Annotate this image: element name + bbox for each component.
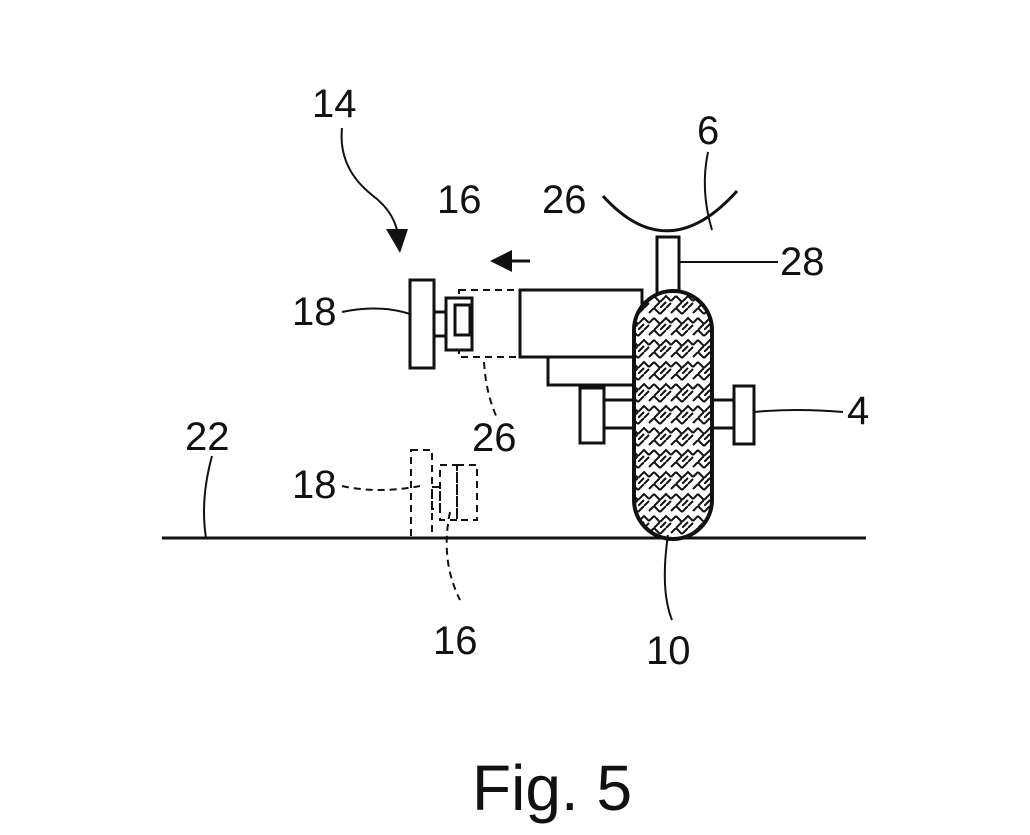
label-22: 22 [185, 415, 230, 459]
leader-18-top [342, 308, 410, 314]
label-16-top: 16 [437, 178, 482, 222]
label-18-low: 18 [292, 463, 337, 507]
tool-disc-18 [410, 280, 434, 368]
arrow-14-head [386, 229, 408, 253]
leader-18-low [342, 486, 420, 490]
part-16-inner [455, 305, 470, 335]
label-4: 4 [847, 389, 869, 433]
tool-18-dashed [411, 450, 432, 538]
movement-arrow-head [490, 250, 512, 272]
housing-26 [520, 290, 642, 357]
label-26-mid: 26 [472, 416, 517, 460]
axle-left-plate [580, 388, 604, 443]
label-18-top: 18 [292, 290, 337, 334]
tool-shaft-dashed [432, 487, 440, 509]
label-10: 10 [646, 629, 691, 673]
label-6: 6 [697, 109, 719, 153]
figure-caption: Fig. 5 [472, 752, 632, 824]
leader-16-low [447, 512, 460, 600]
leader-4 [754, 410, 843, 412]
tool-shaft [434, 312, 446, 336]
frame-ring-6 [603, 191, 737, 231]
leader-10 [665, 535, 672, 620]
leader-22 [204, 456, 212, 538]
label-26-top: 26 [542, 178, 587, 222]
stem-28 [657, 237, 679, 293]
label-16-low: 16 [433, 619, 478, 663]
arrow-14-curve [342, 128, 397, 230]
part-16-dashed [440, 465, 457, 520]
wheel-tire-10 [634, 291, 712, 539]
part-16-dashed-outer [457, 465, 477, 520]
label-28: 28 [780, 240, 825, 284]
axle-right-plate [734, 386, 754, 444]
leader-26-mid [484, 362, 498, 420]
label-14: 14 [312, 82, 357, 126]
